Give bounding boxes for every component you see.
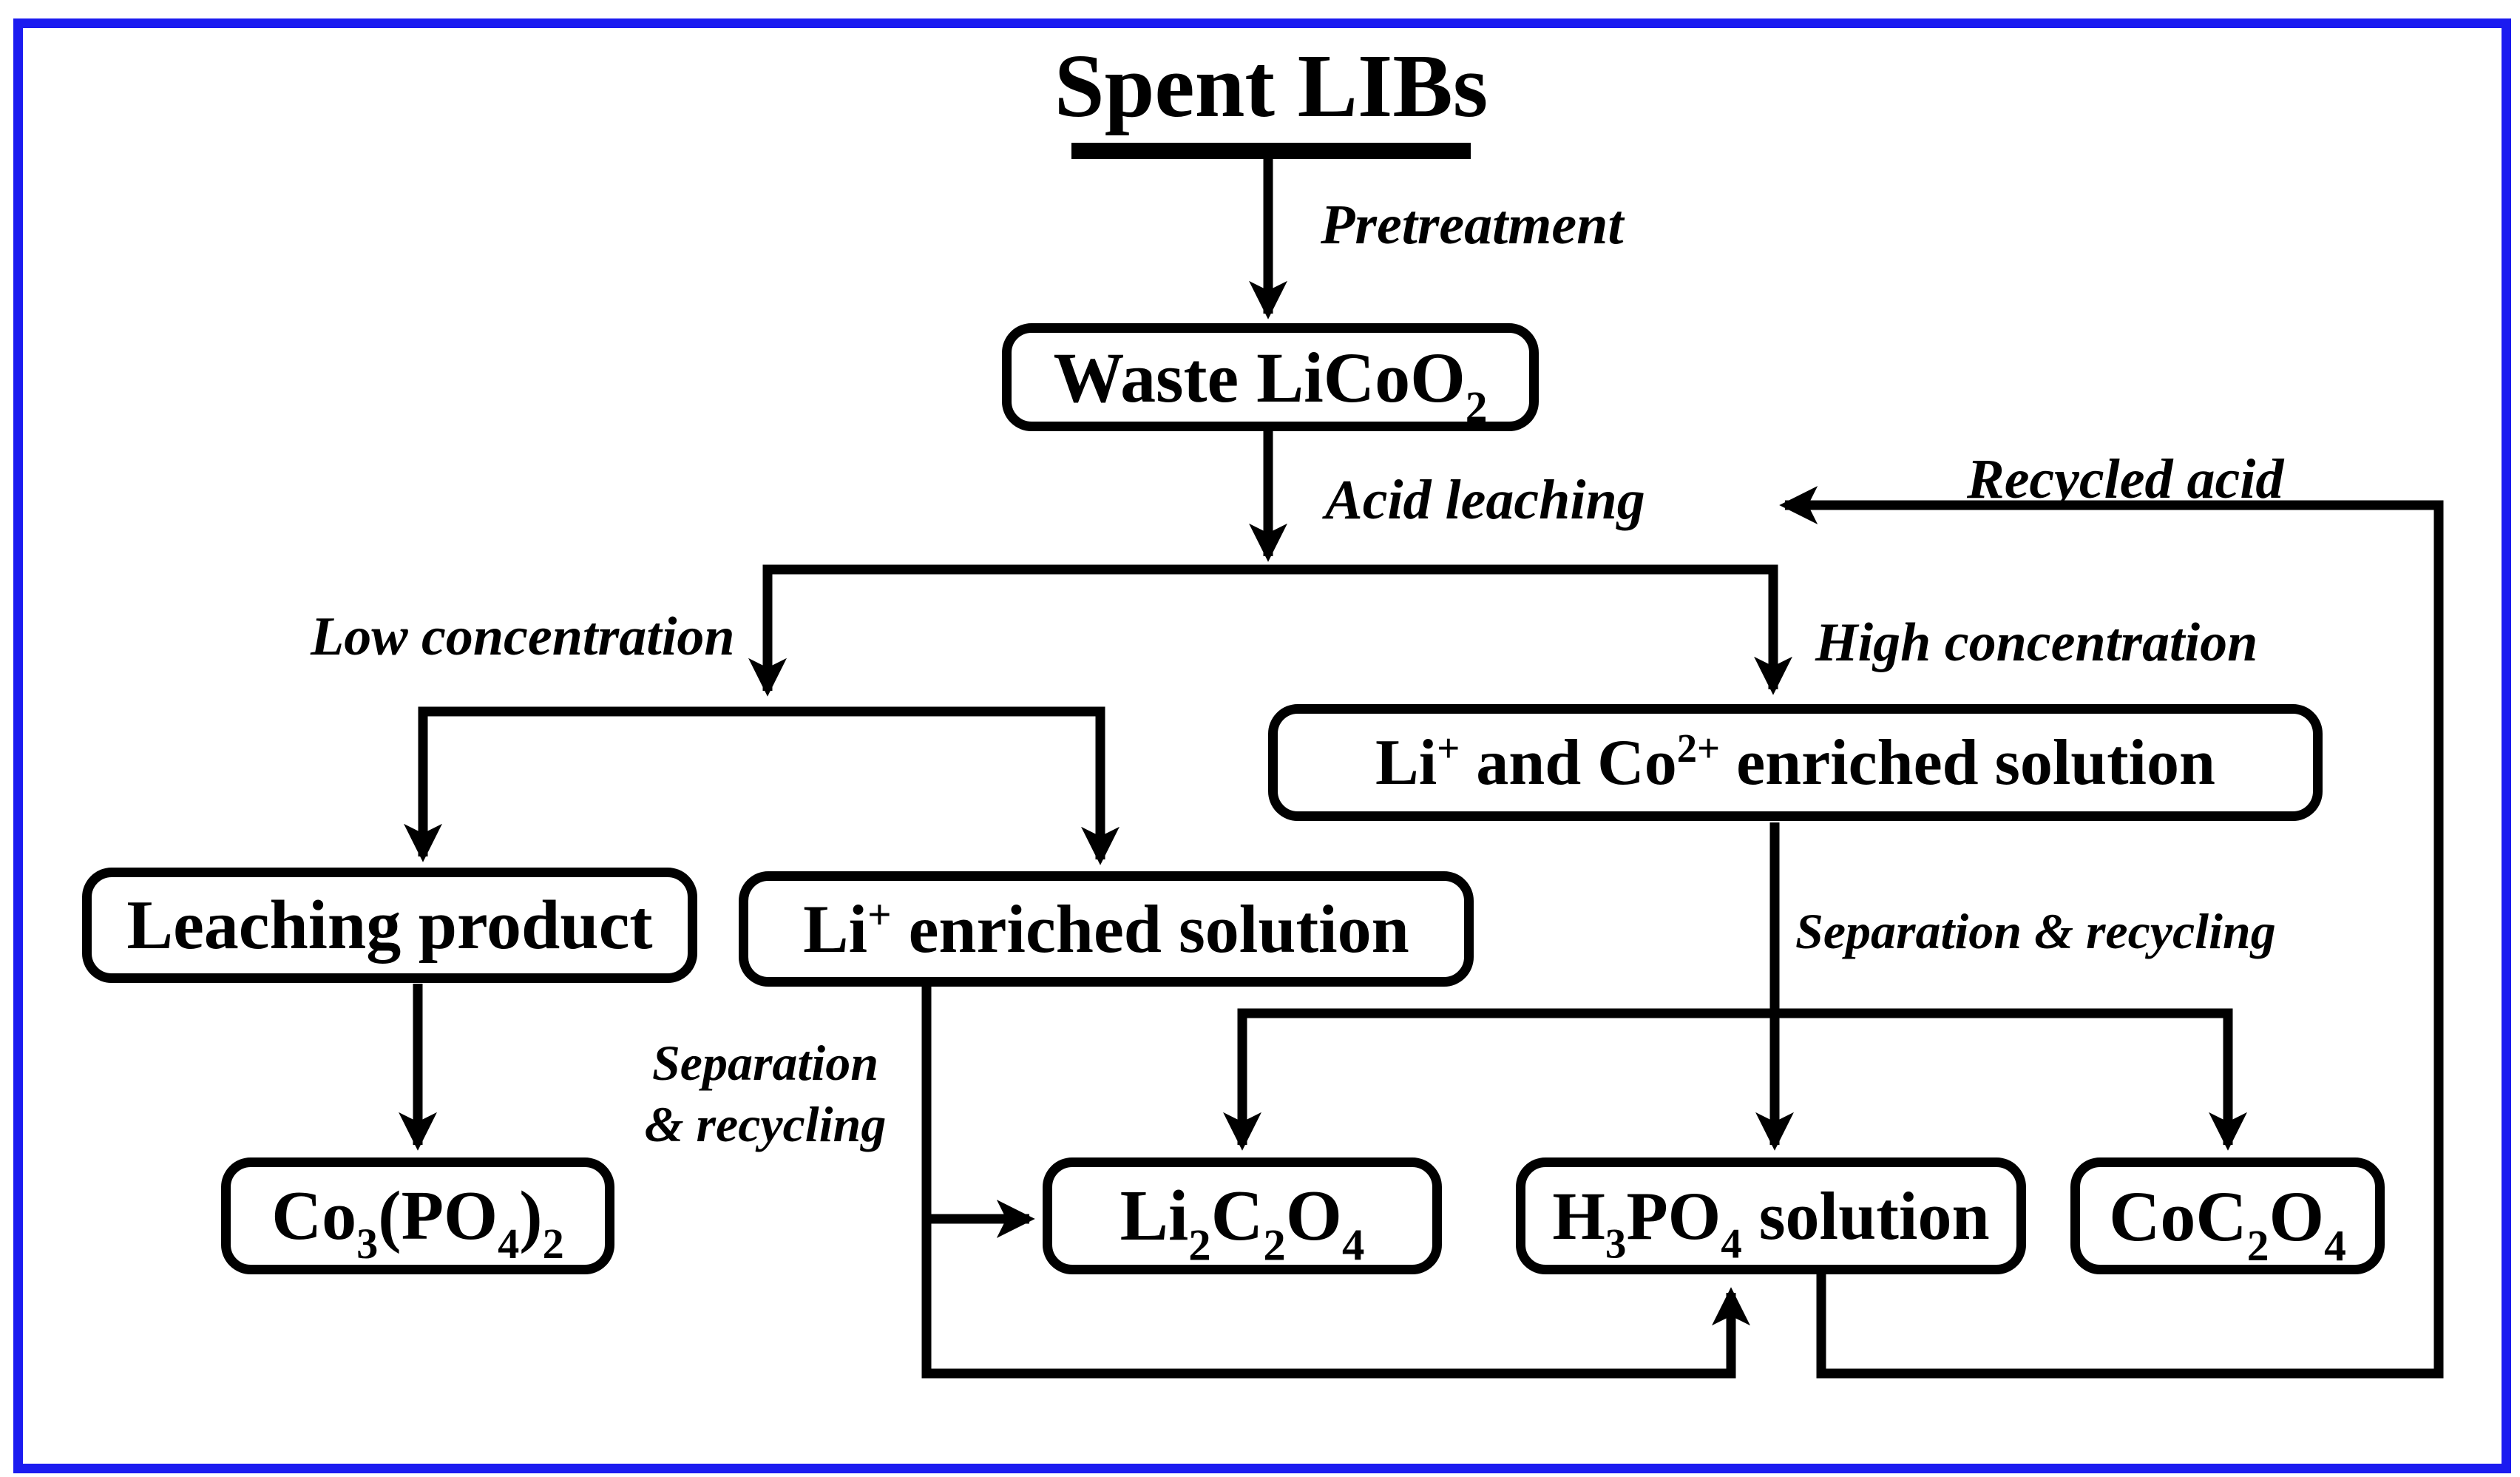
box-waste-licoo2: Waste LiCoO2 (1002, 323, 1539, 431)
box-phosphoric-acid-solution: H3PO4 solution (1516, 1157, 2026, 1274)
box-cobalt-phosphate-text: Co3(PO4)2 (271, 1177, 564, 1268)
box-li-co-enriched-solution: Li+ and Co2+ enriched solution (1268, 704, 2323, 821)
box-leaching-product-text: Leaching product (126, 887, 653, 964)
box-cobalt-phosphate: Co3(PO4)2 (221, 1157, 614, 1274)
box-cobalt-oxalate: CoC2O4 (2070, 1157, 2385, 1274)
label-separation-line2: & recycling (644, 1095, 887, 1152)
label-high-concentration: High concentration (1815, 612, 2258, 673)
box-lithium-oxalate: Li2C2O4 (1043, 1157, 1442, 1274)
branch-low-high-concentration (748, 564, 1792, 697)
box-li-enriched-solution-text: Li+ enriched solution (803, 891, 1409, 967)
label-pretreatment: Pretreatment (1321, 194, 1624, 256)
label-acid-leaching: Acid leaching (1325, 469, 1645, 531)
label-separation-recycling-left: Separation & recycling (625, 1032, 906, 1155)
box-li-enriched-solution: Li+ enriched solution (739, 871, 1474, 987)
outer-border-frame (13, 18, 2511, 1473)
box-phosphoric-acid-solution-text: H3PO4 solution (1552, 1178, 1990, 1268)
diagram-title: Spent LIBs (1054, 36, 1488, 136)
box-lithium-oxalate-text: Li2C2O4 (1120, 1176, 1365, 1271)
line-li-enriched-to-h3po4 (921, 986, 1750, 1379)
title-underline (1071, 143, 1471, 159)
label-recycled-acid: Recycled acid (1967, 448, 2284, 510)
line-recycled-acid-loop (1779, 486, 2444, 1379)
label-separation-recycling-right: Separation & recycling (1795, 903, 2276, 959)
box-li-co-enriched-solution-text: Li+ and Co2+ enriched solution (1375, 725, 2215, 799)
box-waste-licoo2-text: Waste LiCoO2 (1053, 337, 1488, 431)
box-cobalt-oxalate-text: CoC2O4 (2109, 1176, 2346, 1270)
label-low-concentration: Low concentration (311, 606, 735, 667)
box-leaching-product: Leaching product (82, 868, 697, 983)
label-separation-line1: Separation (651, 1035, 879, 1091)
branch-separation-recycling (1223, 1008, 2247, 1151)
branch-low-to-products (404, 706, 1120, 865)
